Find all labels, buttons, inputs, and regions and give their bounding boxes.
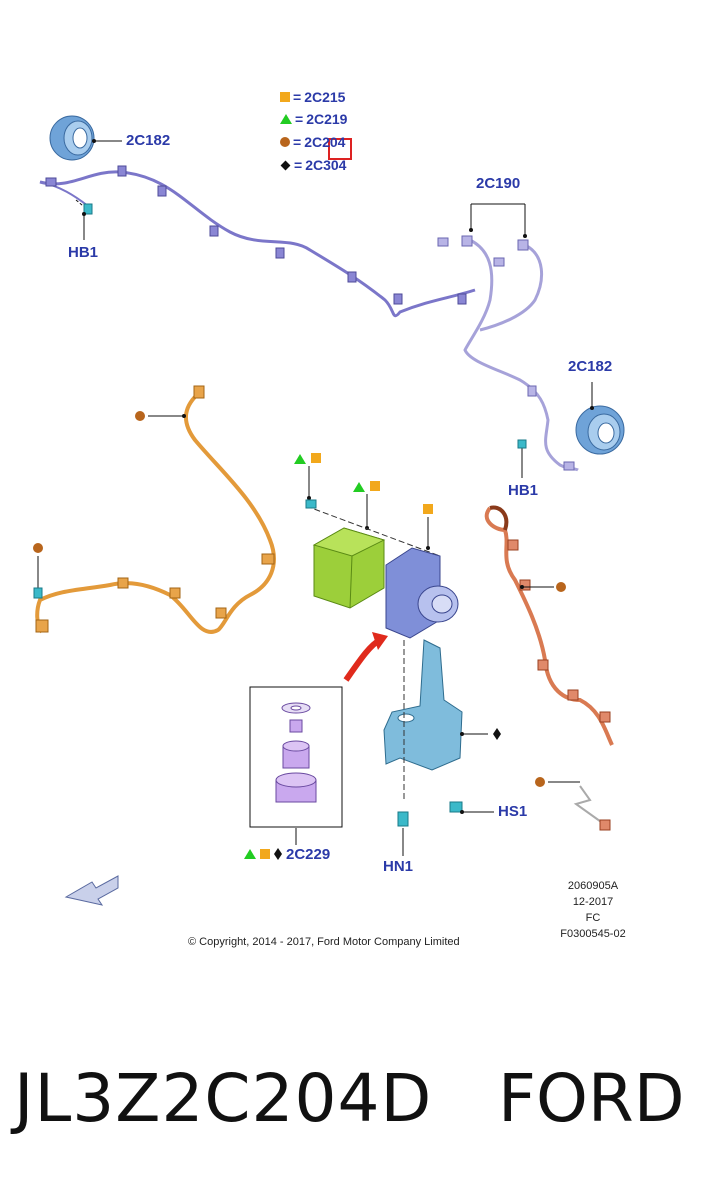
sensor-harness-right <box>484 506 614 746</box>
brand-name: FORD <box>498 1060 685 1137</box>
parts-diagram: = 2C215 = 2C219 = 2C204 = 2C304 2C182 HB… <box>33 88 626 948</box>
triangle-icon <box>280 114 292 124</box>
abs-control-module <box>312 527 386 609</box>
legend-equals: = <box>295 111 304 127</box>
legend-code: 2C219 <box>306 111 348 127</box>
diamond-icon <box>280 160 291 170</box>
legend-row-triangle: = 2C219 <box>280 110 347 128</box>
square-icon <box>280 92 290 102</box>
legend-row-dot: = 2C204 <box>280 133 345 151</box>
part-number: JL3Z2C204D <box>14 1060 433 1137</box>
label-hs1: HS1 <box>498 803 528 820</box>
illustration-code-4: F0300545-02 <box>560 928 626 940</box>
module-bracket <box>383 639 463 771</box>
illustration-code-3: FC <box>585 912 601 924</box>
front-direction-arrow <box>64 875 119 906</box>
illustration-code-2: 12-2017 <box>572 896 614 908</box>
legend-equals: = <box>293 89 302 105</box>
legend-row-square: = 2C215 <box>280 88 345 106</box>
legend-code: 2C215 <box>304 89 346 105</box>
label-hb1-top: HB1 <box>68 244 99 261</box>
legend-equals: = <box>293 134 302 150</box>
legend-row-diamond: = 2C304 <box>280 156 346 174</box>
sensor-harness-left <box>35 390 276 634</box>
caption-footer: JL3Z2C204D FORD <box>0 1060 708 1170</box>
label-2c182-top: 2C182 <box>126 132 171 149</box>
diagram-artwork <box>33 115 625 906</box>
tone-ring-top-left <box>49 115 95 161</box>
label-2c229: 2C229 <box>286 846 331 863</box>
sensor-harness-rear <box>463 238 579 472</box>
label-2c182-right: 2C182 <box>568 358 613 375</box>
label-2c190: 2C190 <box>476 175 521 192</box>
sensor-harness-front <box>39 170 476 318</box>
tone-ring-right <box>575 405 625 455</box>
legend-highlight-box <box>328 138 352 160</box>
bolt-hb1-top <box>75 199 93 240</box>
abs-hydraulic-unit <box>385 547 459 639</box>
legend-equals: = <box>294 157 303 173</box>
illustration-code-1: 2060905A <box>567 880 619 892</box>
dot-icon <box>280 137 290 147</box>
legend-code: 2C304 <box>305 157 347 173</box>
legend-code: 2C204 <box>304 134 346 150</box>
label-hb1-right: HB1 <box>508 482 539 499</box>
label-hn1: HN1 <box>383 858 414 875</box>
kit-2c229-box <box>249 686 343 828</box>
red-arrow <box>343 637 382 682</box>
copyright-notice: © Copyright, 2014 - 2017, Ford Motor Com… <box>188 936 460 948</box>
